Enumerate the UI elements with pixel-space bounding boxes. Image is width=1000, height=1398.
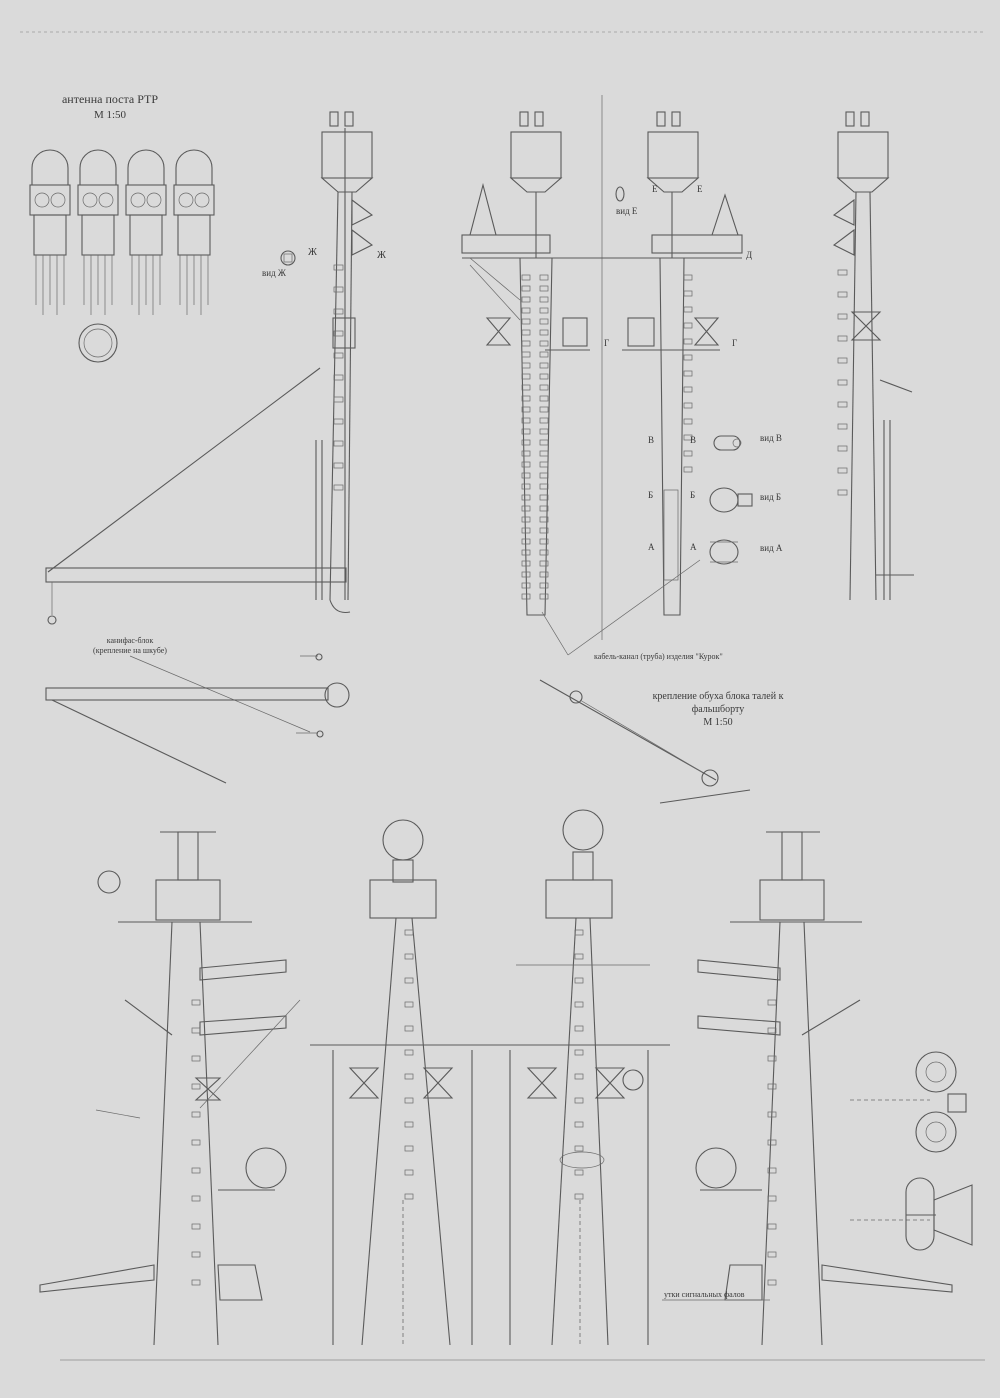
mount-caption-scale: М 1:50 [703,717,732,728]
antenna-unit [125,149,167,315]
lower-center-right-mast [484,809,670,1346]
upper-ladders-front [521,274,693,600]
cable-channel-note: кабель-канал (труба) изделия "Курок" [594,652,723,661]
block-note: (крепление на шкубе) [93,646,167,655]
label-g-right: Г [732,338,737,348]
label-e-left: Е [652,184,658,194]
view-zh-marker [280,250,296,266]
view-e-marker [615,186,625,202]
cable-channel-leaders [541,559,701,656]
signal-halyard-note: утки сигнальных фалов [664,1290,745,1299]
label-a-left: А [648,542,655,552]
label-g-left: Г [604,338,609,348]
label-view-v: вид В [760,433,782,443]
label-v-right: В [690,435,696,445]
label-zh-right: Ж [377,250,386,261]
label-d: Д [746,250,752,260]
lower-dashed-centerlines [402,1099,930,1345]
label-v-left: В [648,435,654,445]
label-view-a: вид А [760,543,783,553]
block-title: канифас-блок [107,636,154,645]
upper-right-mast [832,111,914,601]
label-view-b: вид Б [760,492,781,502]
lower-center-left-mast [310,819,492,1346]
signal-halyard-details [905,1051,973,1251]
label-b-left: Б [648,490,653,500]
lower-right-mast [695,831,953,1346]
label-e-right: Е [697,184,703,194]
antenna-scale: М 1:50 [94,109,127,121]
lower-ladders [191,929,777,1286]
label-a-right: А [690,542,697,552]
tackle-mount-detail [539,679,751,804]
antenna-unit [29,149,71,315]
upper-mast-left-front [461,111,612,616]
mount-caption-line1: крепление обуха блока талей к [653,691,784,702]
upper-left-ladder [333,264,344,491]
antenna-title: антенна поста РТР [62,92,158,106]
antenna-views [29,149,215,315]
antenna-unit [77,149,119,315]
antenna-ring [78,323,118,363]
mount-caption-line2: фальшборту [692,704,744,715]
label-zh-left: Ж [308,247,317,258]
lower-left-mast [39,831,301,1346]
label-view-zh: вид Ж [262,268,287,278]
label-view-e: вид Е [616,206,638,216]
label-b-right: Б [690,490,695,500]
upper-left-mast [45,111,374,625]
detail-views-vba [709,435,753,565]
boom-detail [45,653,350,784]
antenna-unit [173,149,215,315]
upper-right-ladder [837,269,848,496]
upper-mast-right-front [612,111,743,616]
